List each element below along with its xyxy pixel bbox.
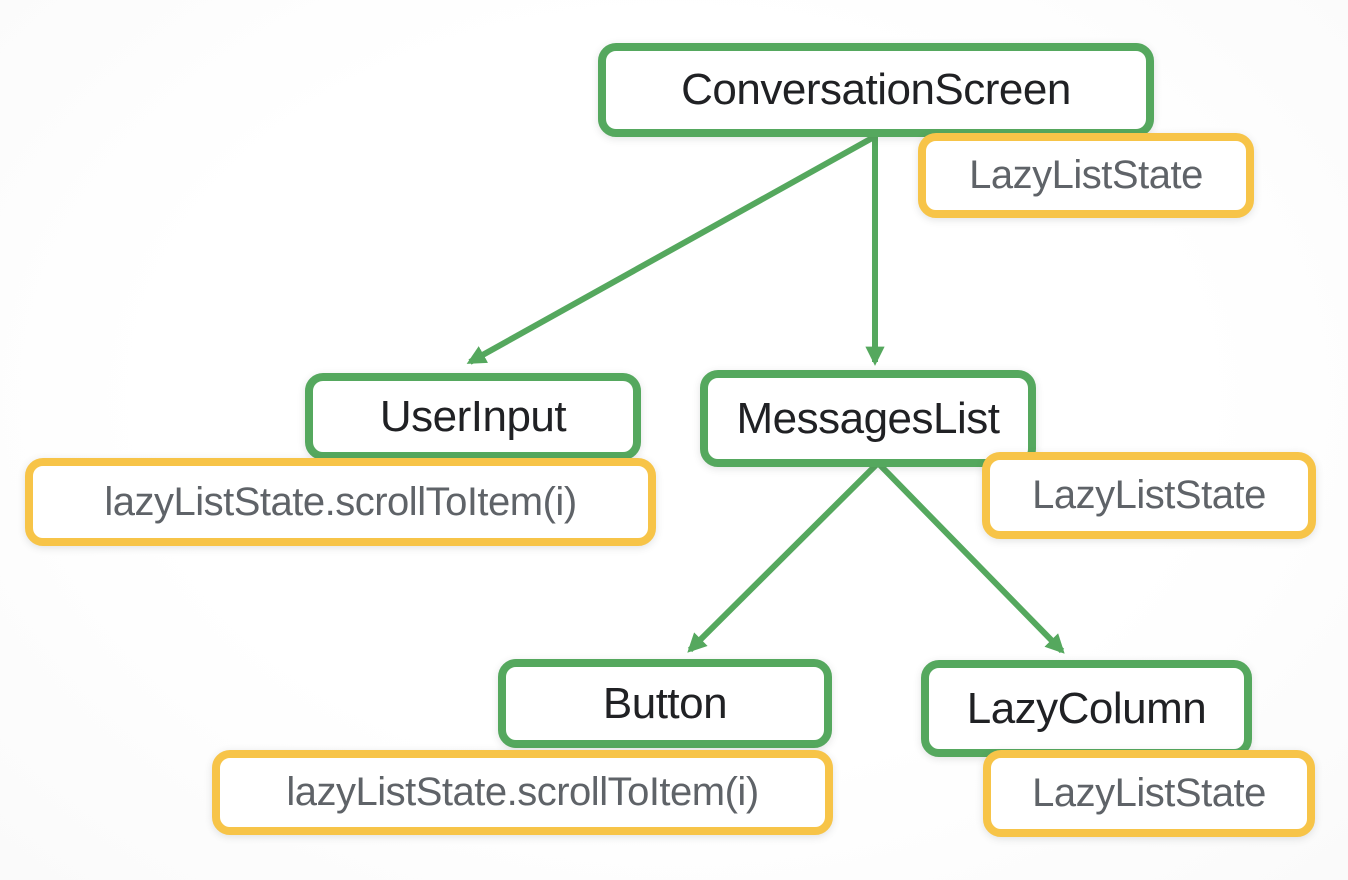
node-lazy-column: LazyColumn — [921, 660, 1252, 757]
node-lazycolumn-lazyliststate: LazyListState — [983, 750, 1315, 837]
node-user-input: UserInput — [305, 373, 641, 460]
node-button-scrolltoitem-call: lazyListState.scrollToItem(i) — [212, 750, 833, 835]
edge-messageslist-to-button — [687, 461, 880, 653]
edge-messageslist-to-lazycolumn — [876, 461, 1065, 654]
node-messageslist-lazyliststate: LazyListState — [982, 452, 1316, 539]
node-userinput-scrolltoitem-call: lazyListState.scrollToItem(i) — [25, 458, 656, 546]
node-messages-list: MessagesList — [700, 370, 1036, 467]
node-conversation-screen: ConversationScreen — [598, 43, 1154, 137]
node-conversation-lazyliststate: LazyListState — [918, 133, 1254, 218]
edge-conversationscreen-to-userinput — [466, 134, 876, 365]
node-button: Button — [498, 659, 832, 748]
